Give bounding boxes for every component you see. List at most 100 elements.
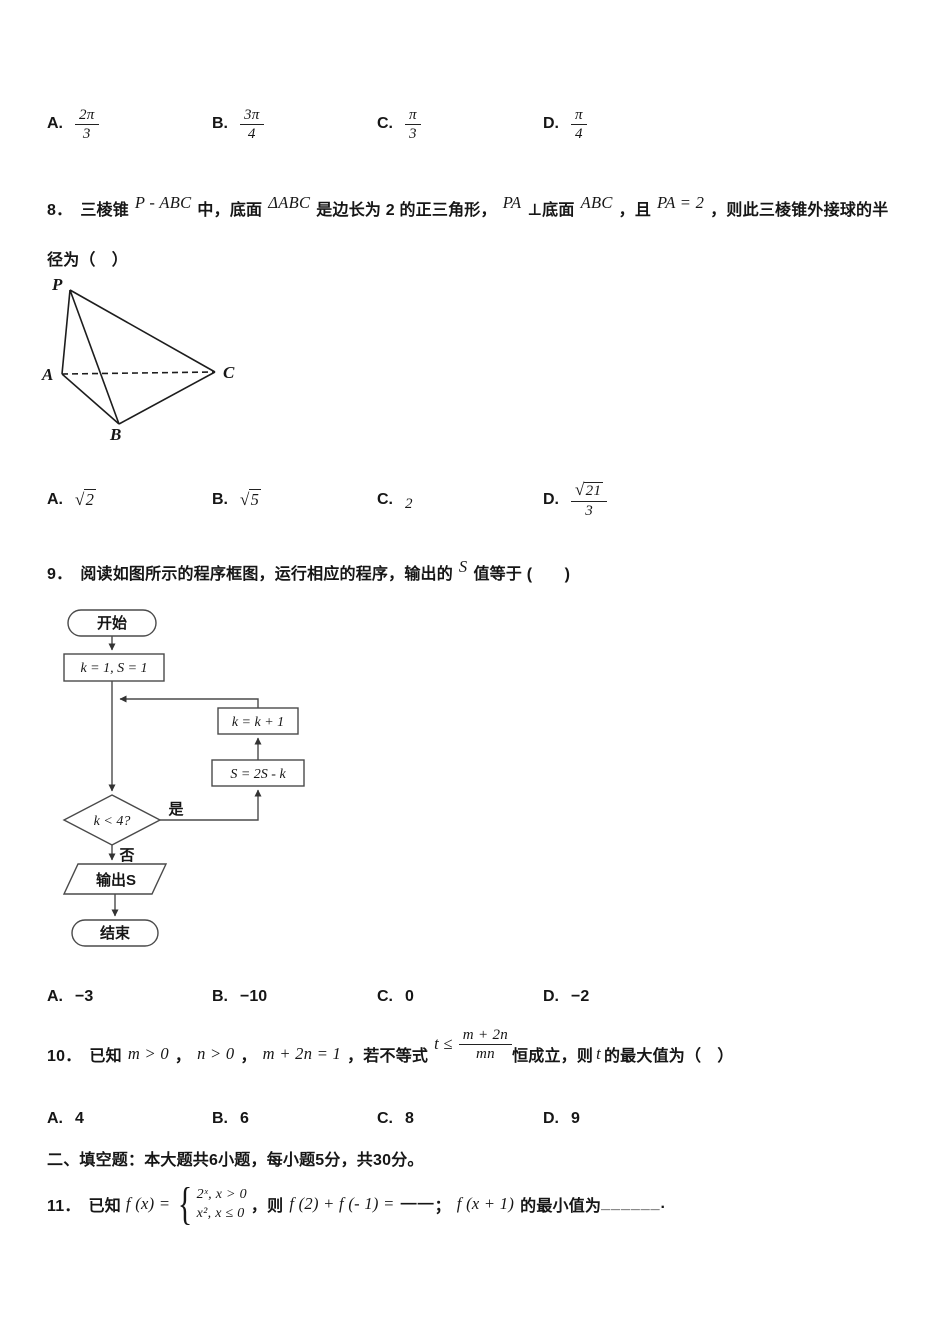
option-value: −3	[75, 988, 94, 1005]
option-value: 0	[405, 988, 414, 1005]
flow-start-label: 开始	[97, 614, 127, 632]
q10-stem: 10． 已知 m > 0 ， n > 0 ， m + 2n = 1 ，若不等式 …	[47, 1026, 734, 1080]
flow-end-label: 结束	[100, 924, 131, 942]
option-label: B.	[212, 115, 228, 132]
q9-text: 值等于 ( )	[473, 566, 571, 583]
q10-number: 10．	[47, 1048, 82, 1065]
q9-option-c: C. 0	[377, 980, 414, 1014]
q8-stem-line2: 径为（ ）	[47, 252, 129, 269]
math-expression: PA	[502, 193, 522, 212]
q10-options-row: A. 4 B. 6 C. 8 D. 9	[47, 1102, 927, 1136]
tetrahedron-vertex-labels: P A C B	[41, 275, 235, 442]
q11-text: ；	[434, 1198, 451, 1215]
q9-flowchart: 开始 k = 1, S = 1 k = k + 1 S = 2S - k k <…	[62, 609, 305, 947]
math-expression: f (x + 1)	[456, 1194, 515, 1213]
q11-text: .	[660, 1195, 666, 1212]
math-expression: ABC	[580, 193, 613, 212]
option-label: A.	[47, 115, 63, 132]
option-label: A.	[47, 1110, 63, 1127]
flow-init-label: k = 1, S = 1	[80, 661, 147, 676]
flow-init-shape	[63, 653, 165, 682]
sqrt-expression: √5	[240, 489, 262, 509]
radical-sign: √	[575, 480, 585, 500]
math-expression: m > 0	[127, 1044, 169, 1063]
q8-number: 8．	[47, 202, 73, 219]
math-expression: n > 0	[197, 1044, 235, 1063]
q8-text: 三棱锥	[80, 202, 129, 219]
q8-option-c: C. 2	[377, 474, 413, 526]
q8-text: 中，底面	[197, 202, 263, 219]
q8-text: ，则此三棱锥外接球的半	[710, 202, 889, 219]
radical-sign: √	[240, 490, 250, 509]
math-expression: PA = 2	[657, 193, 705, 212]
flow-yes-line	[160, 789, 262, 821]
flow-update-shape	[211, 759, 305, 787]
sqrt-expression: √2	[75, 489, 97, 509]
q8-option-b: B. √5	[212, 474, 262, 526]
q9-option-a: A. −3	[47, 980, 93, 1014]
option-label: B.	[212, 988, 228, 1005]
q10-option-a: A. 4	[47, 1102, 84, 1136]
tetrahedron-edges	[61, 289, 216, 425]
flow-end-shape	[71, 919, 159, 947]
q10-text: ，若不等式	[347, 1048, 429, 1065]
option-label: B.	[212, 1110, 228, 1127]
flow-yes-label: 是	[167, 801, 184, 818]
option-value: −10	[240, 988, 268, 1005]
vertex-c-label: C	[223, 363, 235, 382]
flow-condition-label: k < 4?	[94, 814, 131, 829]
option-label: D.	[543, 988, 559, 1005]
flowchart-labels: 开始 k = 1, S = 1 k = k + 1 S = 2S - k k <…	[80, 614, 286, 942]
option-value: 4	[75, 1110, 84, 1127]
q9-option-b: B. −10	[212, 980, 267, 1014]
q10-option-c: C. 8	[377, 1102, 414, 1136]
vertex-a-label: A	[41, 365, 53, 384]
option-value: −2	[571, 988, 590, 1005]
option-label: D.	[543, 491, 559, 508]
q9-option-d: D. −2	[543, 980, 589, 1014]
vertex-b-label: B	[109, 425, 121, 442]
option-label: D.	[543, 115, 559, 132]
option-label: C.	[377, 491, 393, 508]
math-expression: 2	[405, 495, 413, 512]
q8-text: 是边长为 2 的正三角形，	[316, 202, 497, 219]
answer-blank-2: ______	[601, 1195, 661, 1212]
q10-text: ，	[240, 1048, 257, 1065]
vertex-p-label: P	[51, 275, 63, 294]
radical-sign: √	[75, 490, 85, 509]
flow-increment-shape	[217, 707, 299, 735]
math-expression: t	[596, 1044, 601, 1063]
q11-stem: 11． 已知 f (x) = { 2ˣ, x > 0 x², x ≤ 0 ，则 …	[47, 1172, 665, 1236]
brace-glyph: {	[178, 1178, 193, 1230]
math-expression: P - ABC	[134, 193, 192, 212]
q8-option-a: A. √2	[47, 474, 97, 526]
flow-update-label: S = 2S - k	[230, 767, 286, 782]
q8-text: ，且	[618, 202, 652, 219]
q10-text: 恒成立，则	[512, 1048, 594, 1065]
q11-text: ，则	[250, 1198, 284, 1215]
q8-figure-tetrahedron: P A C B	[41, 275, 235, 442]
q10-text: 的最大值为（ ）	[603, 1048, 734, 1065]
piecewise-case-1: 2ˣ, x > 0	[196, 1186, 247, 1202]
option-label: C.	[377, 988, 393, 1005]
q10-text: ，	[174, 1048, 192, 1065]
section2-header: 二、填空题：本大题共6小题，每小题5分，共30分。	[47, 1152, 424, 1169]
flow-output-label: 输出S	[96, 871, 136, 889]
q9-options-row: A. −3 B. −10 C. 0 D. −2	[47, 980, 927, 1014]
option-label: C.	[377, 1110, 393, 1127]
option-label: B.	[212, 491, 228, 508]
